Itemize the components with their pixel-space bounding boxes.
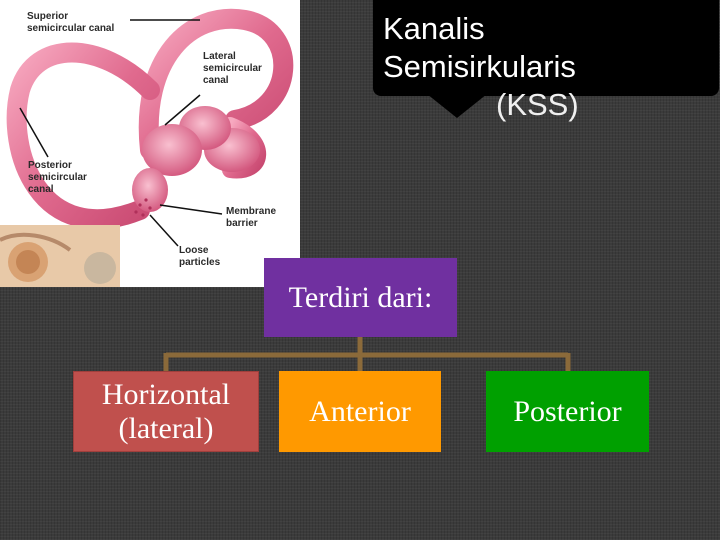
node-horizontal: Horizontal (lateral) bbox=[73, 371, 259, 452]
callout-line-1: Kanalis bbox=[383, 11, 485, 46]
label-posterior-canal: Posterior semicircular canal bbox=[28, 160, 87, 195]
semicircular-canals-drawing bbox=[0, 8, 294, 287]
callout-line-3: (KSS) bbox=[496, 87, 579, 122]
node-horizontal-line-2: (lateral) bbox=[118, 411, 214, 445]
callout-tail bbox=[427, 94, 487, 118]
callout-box bbox=[373, 0, 719, 96]
node-posterior: Posterior bbox=[486, 371, 649, 452]
node-horizontal-line-1: Horizontal bbox=[101, 377, 231, 411]
callout-title: Kanalis Semisirkularis (KSS) bbox=[383, 10, 613, 124]
cochlea-corner bbox=[0, 225, 120, 287]
node-anterior: Anterior bbox=[279, 371, 441, 452]
label-loose-particles: Loose particles bbox=[179, 245, 221, 268]
hierarchy-root: Terdiri dari: bbox=[264, 258, 457, 337]
inner-ear-illustration: Superior semicircular canal Lateral semi… bbox=[0, 0, 300, 287]
label-membrane-barrier: Membrane barrier bbox=[226, 206, 277, 229]
label-lateral-canal: Lateral semicircular canal bbox=[203, 51, 262, 86]
label-superior-canal: Superior semicircular canal bbox=[27, 11, 115, 34]
callout-line-2: Semisirkularis bbox=[383, 49, 576, 84]
